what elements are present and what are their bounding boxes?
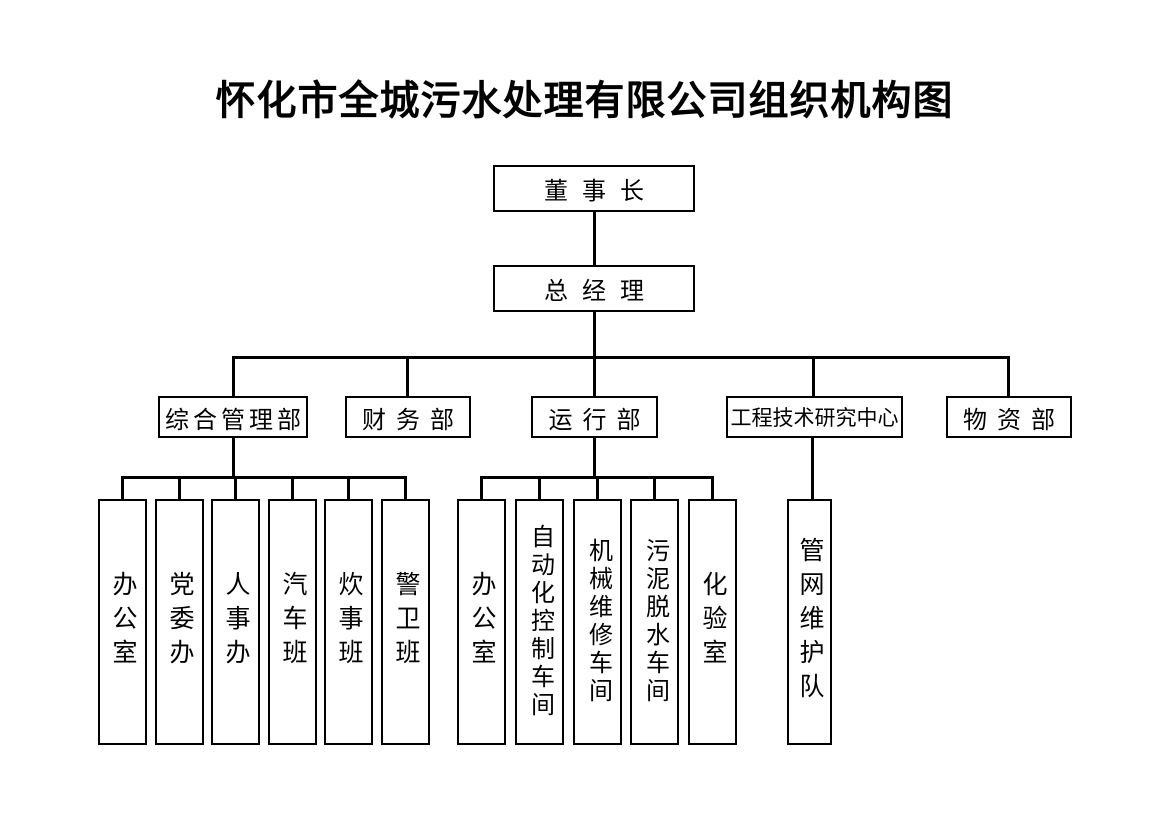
dept-materials-label: 物资部 (963, 407, 1065, 434)
drop-to-dept-engineering (812, 356, 815, 396)
unit-party-committee-office-label: 党委办 (166, 571, 193, 673)
page-title: 怀化市全城污水处理有限公司组织机构图 (215, 78, 954, 123)
unit-party-committee-office-box: 党委办 (155, 499, 204, 745)
general-manager-box: 总经理 (493, 265, 695, 312)
unit-office-1-label: 办公室 (109, 571, 136, 673)
unit-guard-squad-label: 警卫班 (392, 571, 419, 673)
bus-comprehensive-group (121, 476, 407, 479)
unit-automation-control-workshop-box: 自动化控制车间 (515, 499, 564, 745)
drop-unit-office-1 (121, 476, 124, 499)
unit-pipe-network-maintenance-team-box: 管网维护队 (787, 499, 832, 745)
dept-materials-box: 物资部 (946, 396, 1072, 438)
unit-guard-squad-box: 警卫班 (381, 499, 430, 745)
dept-operations-label: 运行部 (548, 407, 651, 434)
dept-comprehensive-management-box: 综合管理部 (158, 396, 308, 438)
unit-motor-pool-label: 汽车班 (279, 571, 306, 673)
dept-finance-label: 财务部 (362, 407, 464, 434)
dept-engineering-research-center-box: 工程技术研究中心 (726, 396, 903, 438)
dept-operations-box: 运行部 (531, 396, 658, 438)
drop-to-dept-operations (593, 356, 596, 396)
unit-kitchen-squad-label: 炊事班 (335, 571, 362, 673)
unit-sludge-dewatering-workshop-box: 污泥脱水车间 (630, 499, 679, 745)
drop-unit-party-committee (178, 476, 181, 499)
drop-to-dept-finance (406, 356, 409, 396)
drop-unit-motor-pool (291, 476, 294, 499)
unit-mechanical-maintenance-workshop-label: 机械维修车间 (584, 538, 611, 706)
unit-pipe-network-maintenance-team-label: 管网维护队 (796, 537, 823, 707)
drop-unit-office-2 (480, 476, 483, 499)
unit-office-2-label: 办公室 (468, 571, 495, 673)
drop-unit-kitchen (347, 476, 350, 499)
connector-chairman-gm (593, 212, 596, 265)
unit-office-2-box: 办公室 (457, 499, 506, 745)
drop-to-dept-materials (1007, 356, 1010, 396)
drop-to-dept-comprehensive (232, 356, 235, 396)
stem-comprehensive-group (232, 438, 235, 479)
drop-unit-automation (538, 476, 541, 499)
unit-personnel-office-label: 人事办 (222, 571, 249, 673)
chairman-box: 董事长 (493, 165, 695, 212)
stem-operations-group (593, 438, 596, 479)
unit-kitchen-squad-box: 炊事班 (324, 499, 373, 745)
drop-unit-personnel (234, 476, 237, 499)
unit-motor-pool-box: 汽车班 (268, 499, 317, 745)
chairman-label: 董事长 (544, 179, 658, 205)
unit-mechanical-maintenance-workshop-box: 机械维修车间 (573, 499, 622, 745)
unit-laboratory-label: 化验室 (699, 571, 726, 673)
dept-finance-box: 财务部 (345, 396, 471, 438)
unit-laboratory-box: 化验室 (688, 499, 737, 745)
drop-unit-mechanical (596, 476, 599, 499)
drop-unit-guard (404, 476, 407, 499)
unit-office-1-box: 办公室 (98, 499, 147, 745)
connector-gm-bus (593, 312, 596, 358)
drop-unit-laboratory (711, 476, 714, 499)
unit-automation-control-workshop-label: 自动化控制车间 (526, 524, 553, 720)
dept-engineering-research-center-label: 工程技术研究中心 (730, 406, 899, 430)
unit-personnel-office-box: 人事办 (211, 499, 260, 745)
general-manager-label: 总经理 (544, 279, 658, 305)
unit-sludge-dewatering-workshop-label: 污泥脱水车间 (641, 538, 668, 706)
department-bus-line (232, 356, 1010, 359)
drop-unit-sludge (653, 476, 656, 499)
stem-engineering-group (811, 438, 814, 499)
dept-comprehensive-management-label: 综合管理部 (165, 407, 305, 434)
